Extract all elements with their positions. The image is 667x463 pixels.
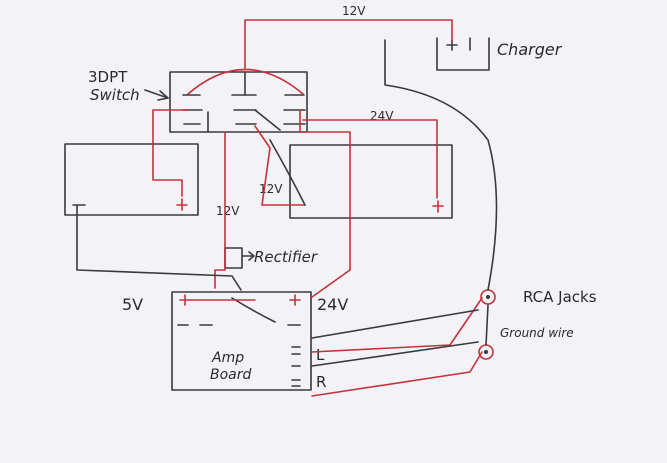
switch-arrow [144, 89, 169, 99]
mid-12v-left-label: 12V [216, 204, 240, 218]
rectifier: Rectifier [224, 247, 318, 269]
top-12v-label: 12V [342, 4, 366, 18]
3dpt-switch [169, 68, 308, 133]
ground-wire-label: Ground wire [500, 326, 574, 340]
amp-label-line1: Amp [211, 350, 244, 366]
right-channel-label: R [316, 373, 326, 391]
switch-label-line1: 3DPT [88, 68, 128, 86]
rectifier-label: Rectifier [254, 248, 318, 266]
charger-label: Charger [497, 40, 563, 59]
left-channel-label: L [316, 346, 325, 364]
amp-board: Amp Board L R [171, 291, 326, 391]
switch-24v-label: 24V [370, 109, 394, 123]
switch-arrowhead [157, 90, 169, 101]
switch-label-line2: Switch [90, 86, 140, 104]
wires-black [76, 39, 498, 367]
5v-label: 5V [122, 295, 143, 314]
rca-jacks: RCA Jacks Ground wire [478, 288, 597, 360]
24v-label: 24V [317, 295, 348, 314]
rca-label: RCA Jacks [523, 288, 597, 306]
wires-red [152, 19, 483, 397]
battery-right [289, 144, 453, 219]
charger: Charger [436, 37, 563, 71]
amp-label-line2: Board [210, 367, 252, 383]
mid-12v-right-label: 12V [259, 182, 283, 196]
